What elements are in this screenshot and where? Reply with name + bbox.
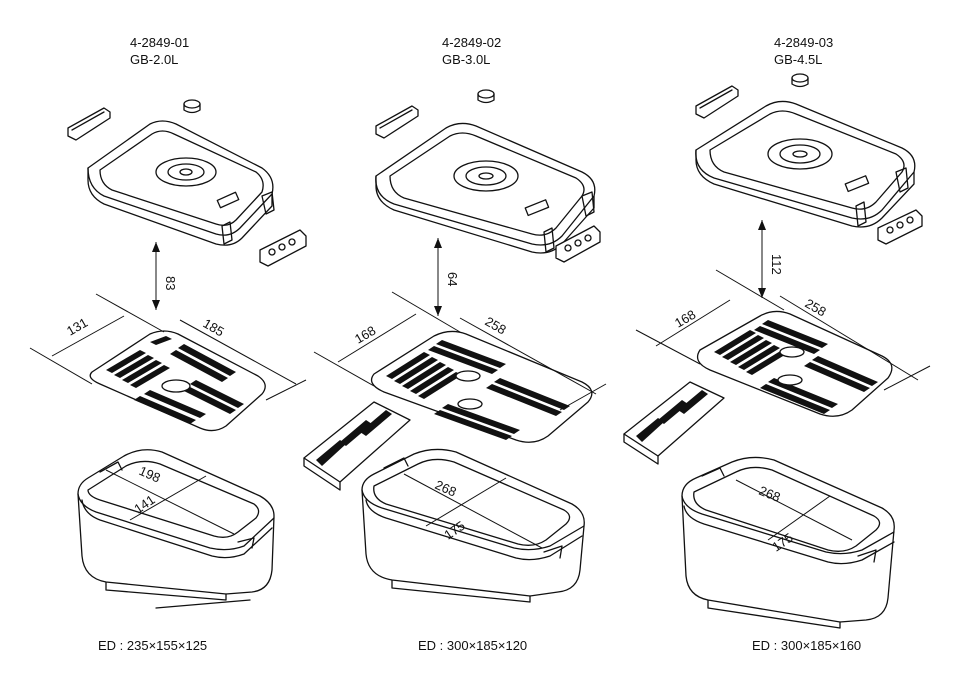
grid-length-label: 185 [201,316,227,340]
container-box [77,449,275,609]
lid-height-label: 112 [769,254,784,275]
grid-length-label: 258 [483,314,509,338]
product-code: 4-2849-03 [774,35,834,50]
grid-length-label: 258 [803,296,829,320]
divider-panel [623,381,725,465]
lid [375,122,596,254]
clip-right [555,225,601,263]
lid-height-dimension [434,238,442,316]
product-header: 4-2849-02 GB-3.0L [442,34,501,68]
product-gb-2-0l: 4-2849-01 GB-2.0L [0,0,320,684]
grid-dimensions [635,269,931,391]
lid-height-label: 83 [163,276,178,290]
product-model: GB-3.0L [442,52,491,67]
product-model: GB-2.0L [130,52,179,67]
grid-plate [89,330,266,432]
divider-panel [303,401,411,491]
knob [183,99,201,114]
clip-left [375,105,419,139]
external-dimensions: ED : 300×185×120 [418,638,528,653]
grid-plate [696,310,893,417]
knob [477,89,495,104]
container-box [361,448,585,603]
clip-right [259,229,307,267]
lid [695,100,916,228]
grid-width-label: 168 [352,323,378,347]
lid-height-dimension [152,242,160,310]
product-model: GB-4.5L [774,52,823,67]
grid-dimensions [29,293,307,401]
grid-width-label: 168 [672,307,698,331]
clip-left [695,85,739,119]
grid-width-label: 131 [64,315,90,339]
grid-dimensions [313,291,607,411]
lid-height-dimension [758,220,766,298]
product-diagram: 83 131 185 [29,99,307,609]
external-dimensions: ED : 300×185×160 [752,638,862,653]
clip-left [67,107,111,141]
product-gb-4-5l: 4-2849-03 GB-4.5L [620,0,960,684]
product-header: 4-2849-03 GB-4.5L [774,34,833,68]
knob [791,73,809,88]
clip-right [877,209,923,245]
lid [87,120,275,246]
product-code: 4-2849-02 [442,35,502,50]
lid-height-label: 64 [445,272,460,286]
grid-plate [370,330,593,443]
product-code: 4-2849-01 [130,35,190,50]
product-gb-3-0l: 4-2849-02 GB-3.0L [300,0,630,684]
container-box [681,456,895,629]
product-header: 4-2849-01 GB-2.0L [130,34,189,68]
product-diagram: 64 168 [303,89,607,603]
external-dimensions: ED : 235×155×125 [98,638,208,653]
product-diagram: 112 168 [623,73,931,629]
